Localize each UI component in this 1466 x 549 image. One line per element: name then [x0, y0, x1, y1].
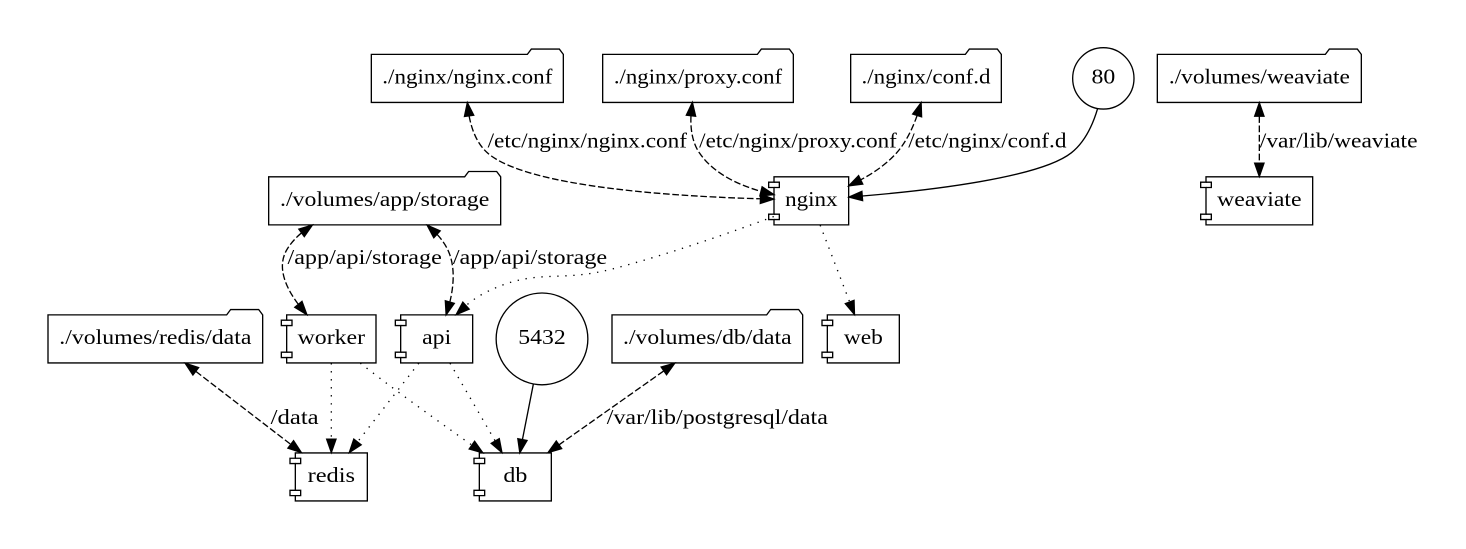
- svg-text:./volumes/app/storage: ./volumes/app/storage: [280, 187, 489, 211]
- svg-text:/var/lib/postgresql/data: /var/lib/postgresql/data: [607, 405, 828, 429]
- svg-text:worker: worker: [298, 325, 365, 349]
- svg-text:/etc/nginx/nginx.conf: /etc/nginx/nginx.conf: [488, 129, 687, 153]
- svg-text:/var/lib/weaviate: /var/lib/weaviate: [1260, 129, 1418, 153]
- svg-text:db: db: [503, 463, 527, 487]
- svg-text:./nginx/conf.d: ./nginx/conf.d: [862, 64, 991, 88]
- svg-text:./volumes/redis/data: ./volumes/redis/data: [59, 325, 251, 349]
- svg-text:./volumes/weaviate: ./volumes/weaviate: [1169, 64, 1350, 88]
- svg-text:/app/api/storage: /app/api/storage: [453, 245, 607, 269]
- svg-text:5432: 5432: [518, 325, 565, 349]
- svg-text:./nginx/proxy.conf: ./nginx/proxy.conf: [614, 64, 782, 88]
- svg-text:web: web: [844, 325, 883, 349]
- svg-text:nginx: nginx: [785, 187, 838, 211]
- svg-text:80: 80: [1091, 64, 1115, 88]
- svg-text:/etc/nginx/proxy.conf: /etc/nginx/proxy.conf: [699, 129, 897, 153]
- svg-text:./nginx/nginx.conf: ./nginx/nginx.conf: [382, 64, 552, 88]
- svg-text:./volumes/db/data: ./volumes/db/data: [623, 325, 792, 349]
- svg-text:/etc/nginx/conf.d: /etc/nginx/conf.d: [908, 129, 1067, 153]
- svg-text:/app/api/storage: /app/api/storage: [287, 245, 441, 269]
- svg-text:api: api: [422, 325, 451, 349]
- svg-text:weaviate: weaviate: [1217, 187, 1301, 211]
- svg-text:/data: /data: [271, 405, 319, 429]
- svg-text:redis: redis: [308, 463, 355, 487]
